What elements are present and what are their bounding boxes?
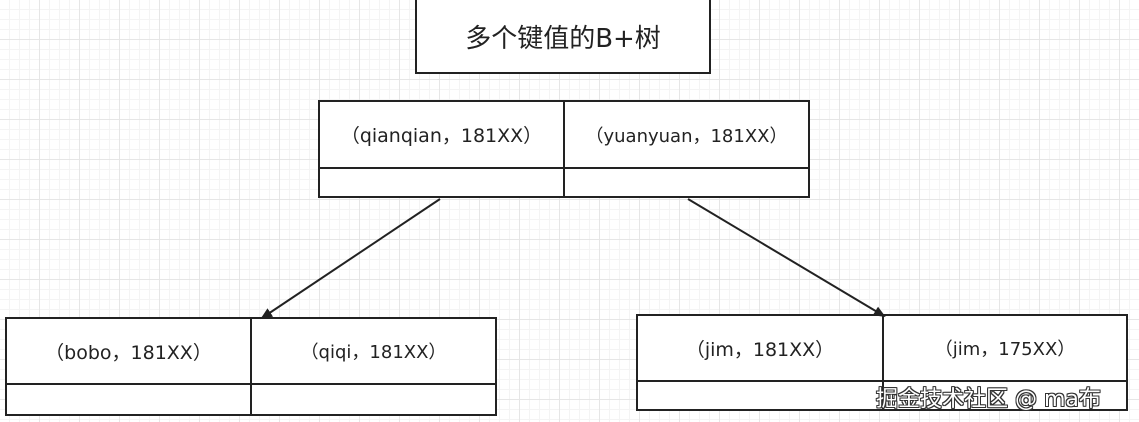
left-child-node: （bobo，181XX） （qiqi，181XX）: [5, 317, 497, 416]
left-key-2-label: （qiqi，181XX）: [300, 342, 447, 363]
right-child-node: （jim，181XX） （jim，175XX）: [636, 314, 1128, 411]
left-key-1-label: （bobo，181XX）: [45, 341, 212, 364]
arrow-root-to-right: [687, 198, 886, 318]
root-node: （qianqian，181XX） （yuanyuan，181XX）: [318, 100, 810, 198]
watermark: 掘金技术社区 @ ma布: [876, 387, 1101, 412]
root-key-1-label: （qianqian，181XX）: [340, 125, 543, 147]
diagram-title: 多个键值的B+树: [465, 23, 661, 54]
root-pointer-2: [565, 169, 808, 196]
root-key-1: （qianqian，181XX）: [320, 102, 565, 169]
left-pointer-2: [252, 385, 495, 414]
left-key-2: （qiqi，181XX）: [252, 319, 495, 385]
root-key-2-label: （yuanyuan，181XX）: [585, 125, 788, 147]
right-key-2: （jim，175XX）: [884, 316, 1126, 382]
diagram-title-box: 多个键值的B+树: [415, 0, 711, 74]
left-pointer-1: [7, 385, 252, 414]
left-key-1: （bobo，181XX）: [7, 319, 252, 385]
arrow-root-to-left: [260, 198, 441, 320]
right-pointer-2: [884, 382, 1126, 409]
right-key-1-label: （jim，181XX）: [685, 338, 835, 361]
right-key-1: （jim，181XX）: [638, 316, 884, 382]
root-key-2: （yuanyuan，181XX）: [565, 102, 808, 169]
root-pointer-1: [320, 169, 565, 196]
right-key-2-label: （jim，175XX）: [934, 339, 1076, 360]
right-pointer-1: [638, 382, 884, 409]
